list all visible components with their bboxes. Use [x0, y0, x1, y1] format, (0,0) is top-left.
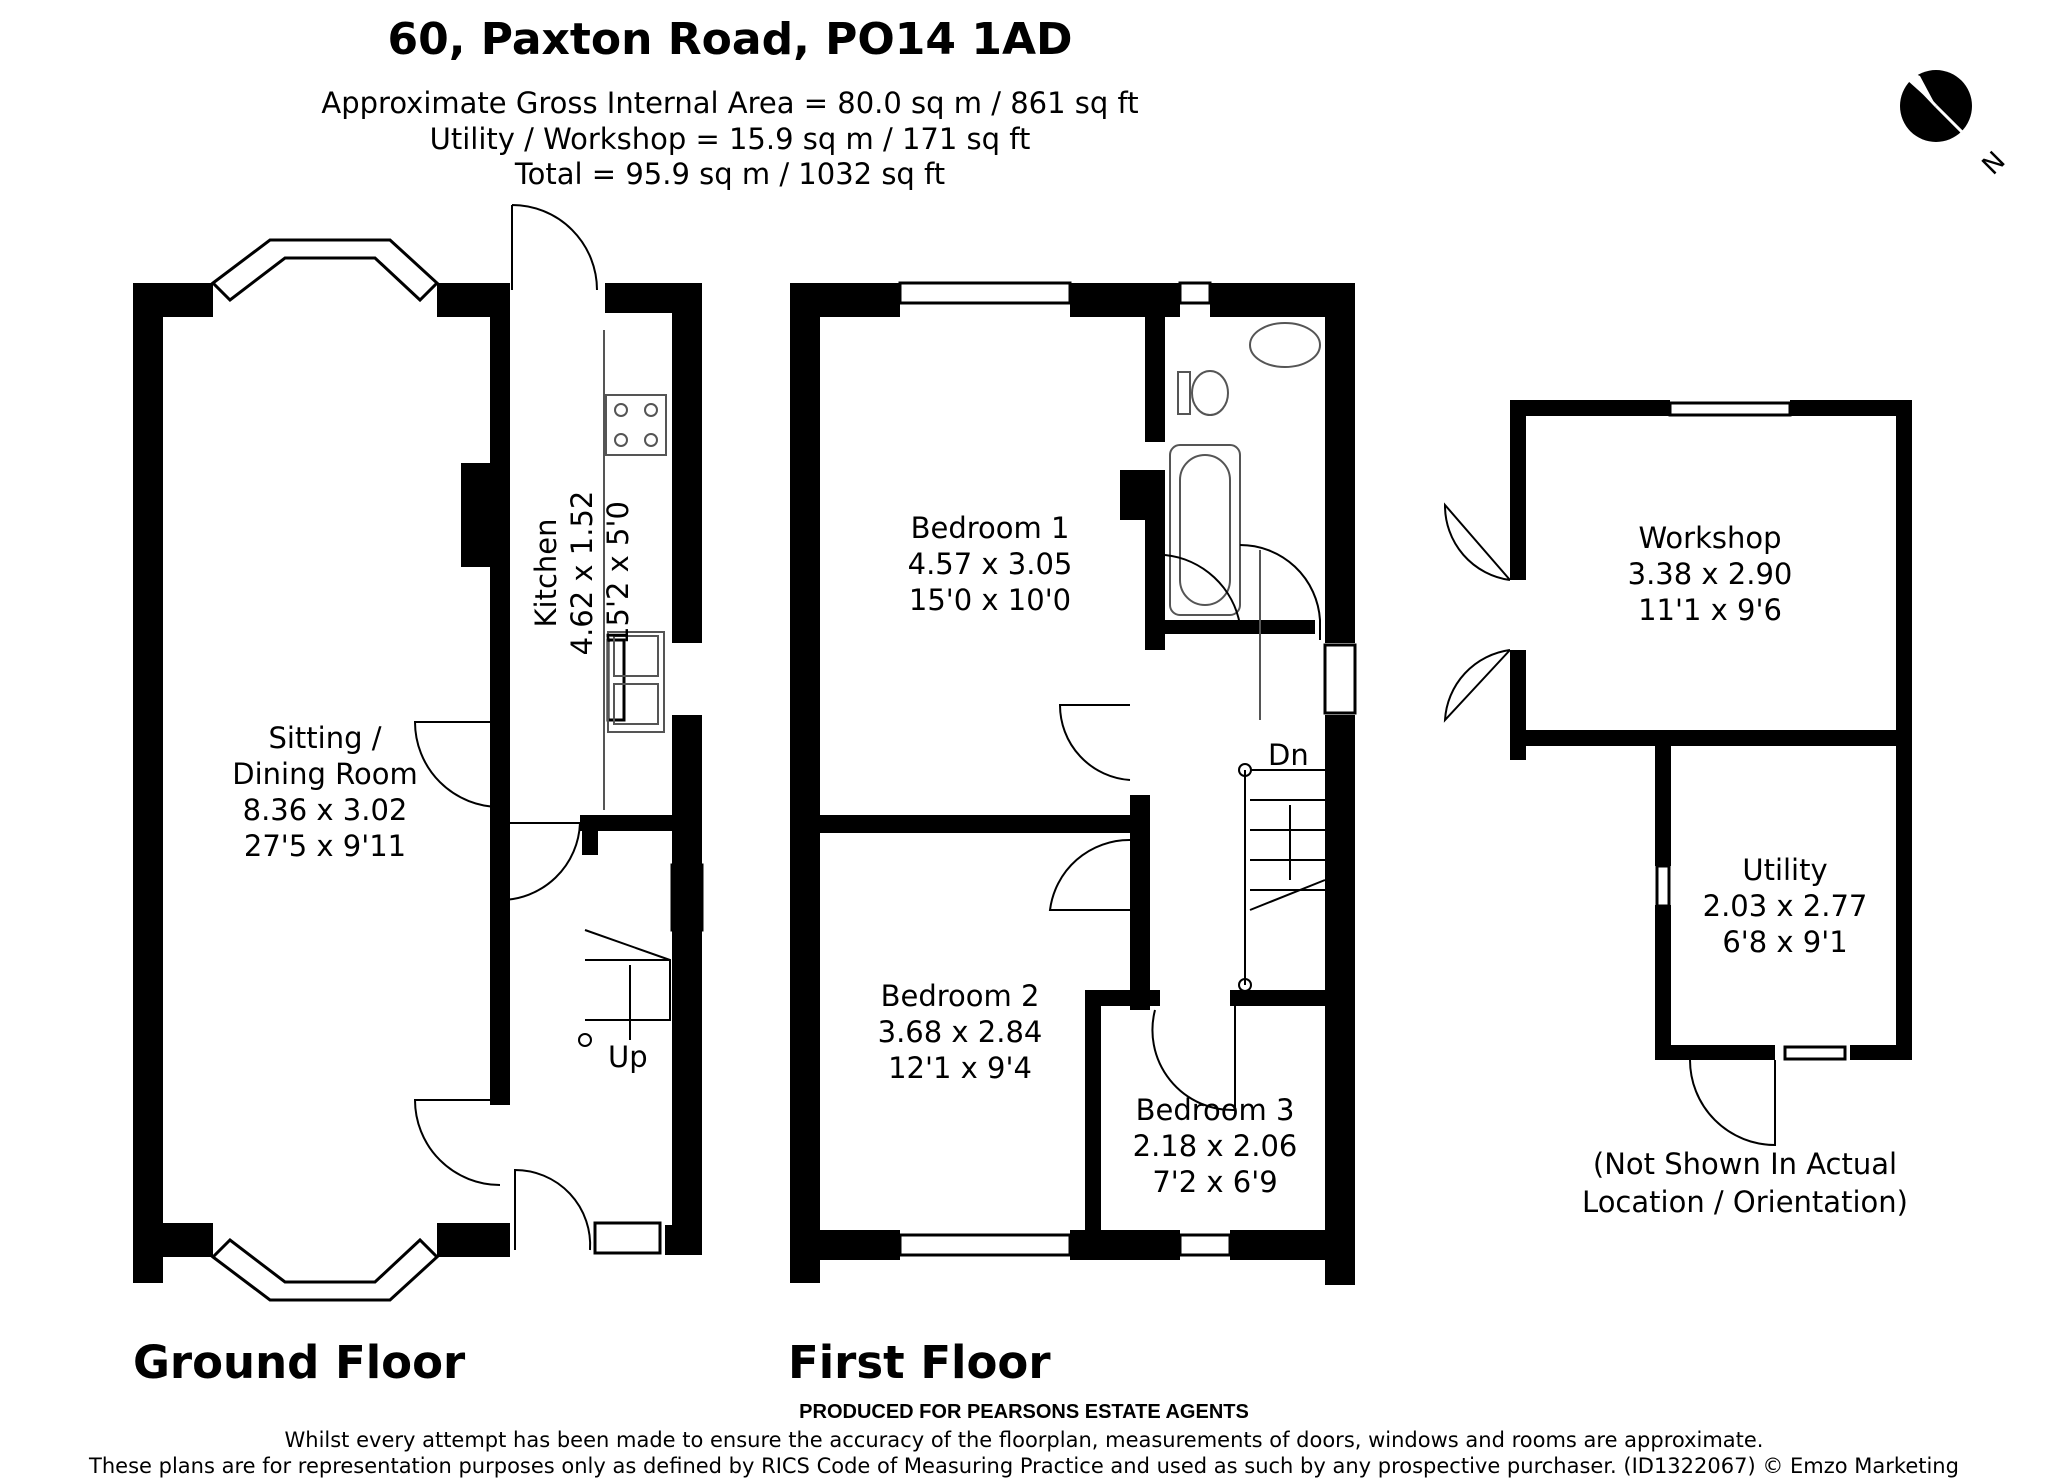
room-name: Dining Room [232, 757, 418, 791]
room-workshop: Workshop 3.38 x 2.90 11'1 x 9'6 [1590, 520, 1830, 628]
bathroom-fixtures [1169, 322, 1321, 720]
room-metric: 3.38 x 2.90 [1627, 557, 1793, 591]
area-line-gia: Approximate Gross Internal Area = 80.0 s… [321, 86, 1139, 120]
area-line-utility: Utility / Workshop = 15.9 sq m / 171 sq … [429, 122, 1031, 156]
room-name: Bedroom 3 [1135, 1093, 1295, 1127]
produced-for-label: PRODUCED FOR PEARSONS ESTATE AGENTS [799, 1401, 1249, 1423]
room-name: Bedroom 2 [880, 979, 1040, 1013]
room-utility: Utility 2.03 x 2.77 6'8 x 9'1 [1665, 852, 1905, 960]
compass-icon: N [1898, 68, 2010, 177]
room-imperial: 15'2 x 5'0 [601, 501, 635, 645]
room-metric: 8.36 x 3.02 [242, 793, 408, 827]
ground-bay-windows [210, 238, 704, 1302]
room-bedroom-3: Bedroom 3 2.18 x 2.06 7'2 x 6'9 [1100, 1092, 1330, 1200]
floorplan-drawing [133, 204, 1912, 1302]
ground-floor-label: Ground Floor [133, 1336, 466, 1389]
outbuildings-note: (Not Shown In Actual Location / Orientat… [1560, 1145, 1930, 1221]
room-name: Kitchen [529, 518, 563, 628]
ground-doors [413, 204, 671, 1251]
room-metric: 4.62 x 1.52 [565, 490, 599, 656]
outbuildings-windows [1655, 401, 1847, 1061]
room-imperial: 6'8 x 9'1 [1722, 925, 1848, 959]
room-metric: 2.18 x 2.06 [1132, 1129, 1298, 1163]
room-imperial: 12'1 x 9'4 [888, 1051, 1032, 1085]
room-bedroom-2: Bedroom 2 3.68 x 2.84 12'1 x 9'4 [840, 978, 1080, 1086]
room-imperial: 15'0 x 10'0 [908, 583, 1072, 617]
property-address-title: 60, Paxton Road, PO14 1AD [387, 14, 1073, 65]
room-sitting-dining: Sitting / Dining Room 8.36 x 3.02 27'5 x… [205, 720, 445, 864]
kitchen-fixtures [603, 330, 667, 810]
stairs-up-label: Up [608, 1040, 648, 1074]
room-metric: 3.68 x 2.84 [877, 1015, 1043, 1049]
area-line-total: Total = 95.9 sq m / 1032 sq ft [514, 157, 946, 191]
room-imperial: 27'5 x 9'11 [243, 829, 407, 863]
disclaimer-line-2: These plans are for representation purpo… [89, 1454, 1959, 1478]
room-imperial: 11'1 x 9'6 [1638, 593, 1782, 627]
room-imperial: 7'2 x 6'9 [1152, 1165, 1278, 1199]
stairs-down-label: Dn [1268, 738, 1309, 772]
first-floor-plan [790, 283, 1355, 1285]
disclaimer-line-1: Whilst every attempt has been made to en… [284, 1428, 1764, 1452]
room-metric: 4.57 x 3.05 [907, 547, 1073, 581]
room-name: Sitting / [268, 721, 382, 755]
room-bedroom-1: Bedroom 1 4.57 x 3.05 15'0 x 10'0 [870, 510, 1110, 618]
room-name: Workshop [1638, 521, 1782, 555]
room-name: Bedroom 1 [910, 511, 1070, 545]
room-name: Utility [1742, 853, 1828, 887]
room-kitchen: Kitchen 4.62 x 1.52 15'2 x 5'0 [528, 453, 638, 693]
first-floor-doors [1048, 543, 1326, 1112]
outbuildings-plan [1510, 400, 1912, 1060]
note-line: Location / Orientation) [1582, 1185, 1908, 1219]
outbuildings-doors [1443, 502, 1776, 1147]
first-floor-windows [898, 281, 1357, 1257]
room-metric: 2.03 x 2.77 [1702, 889, 1868, 923]
ground-floor-plan [133, 283, 702, 1283]
note-line: (Not Shown In Actual [1592, 1147, 1898, 1181]
first-floor-label: First Floor [788, 1336, 1051, 1389]
